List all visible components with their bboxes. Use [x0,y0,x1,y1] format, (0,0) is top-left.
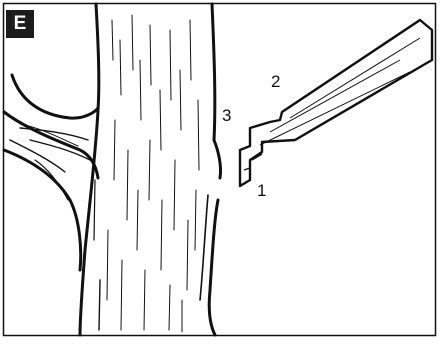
cut-3-label: 3 [222,106,232,125]
cut-1-label: 1 [257,181,267,200]
panel-label: E [6,10,34,38]
tree-trunk [78,2,222,337]
cut-branch [238,18,434,188]
panel-border [2,2,437,337]
cut-2-label: 2 [271,72,281,91]
left-branch [2,73,100,272]
